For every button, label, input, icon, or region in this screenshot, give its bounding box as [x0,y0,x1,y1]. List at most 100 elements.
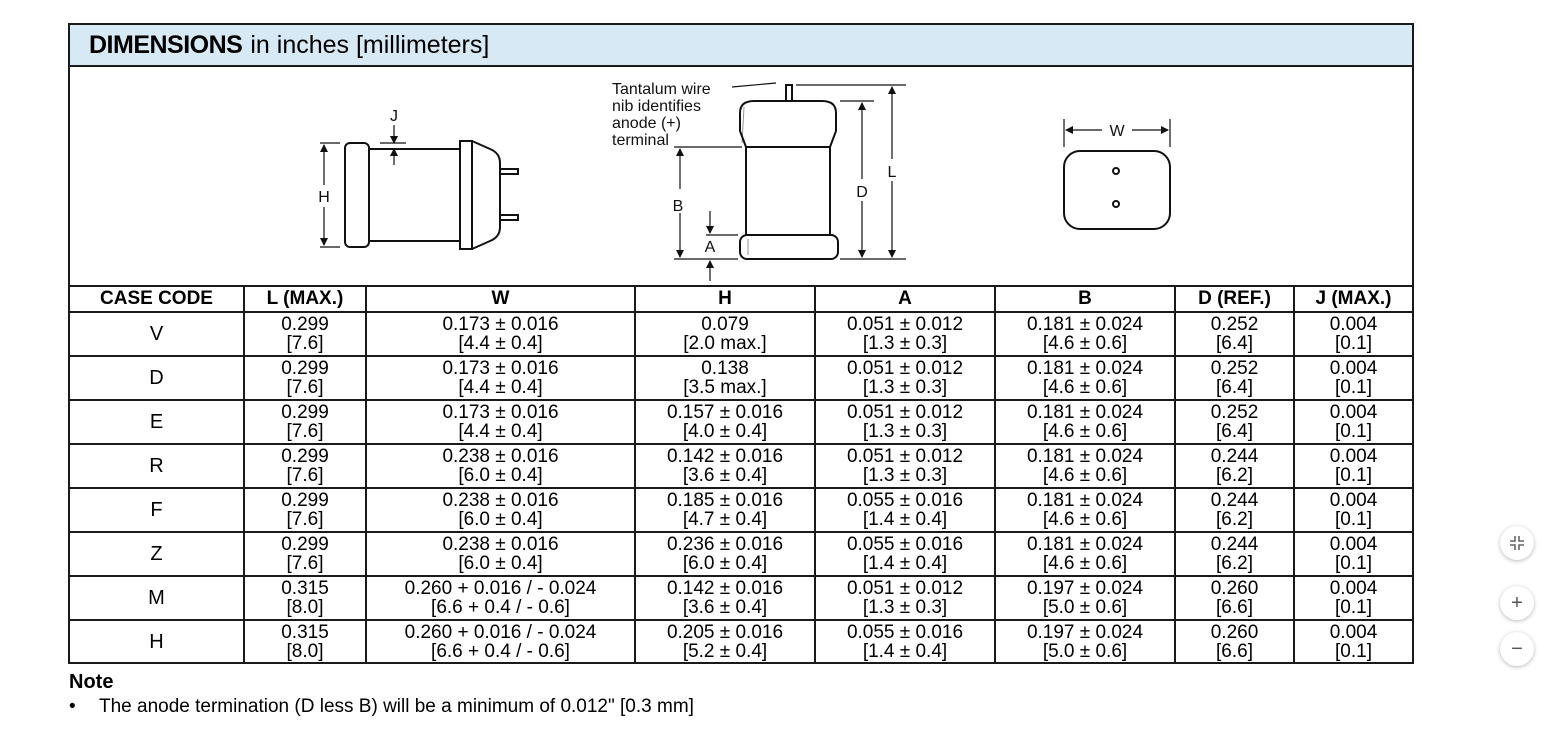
mm-value: [1.4 ± 0.4] [862,641,948,662]
inch-value: 0.299 [281,314,329,335]
inch-value: 0.181 ± 0.024 [1026,534,1144,555]
mm-value: [1.3 ± 0.3] [862,377,948,398]
note-item: •The anode termination (D less B) will b… [69,696,694,718]
inch-value: 0.260 + 0.016 / - 0.024 [404,622,597,643]
case-code-cell: R [70,444,245,489]
inch-value: 0.315 [281,622,329,643]
inch-value: 0.299 [281,534,329,555]
dimension-cell: 0.299[7.6] [244,356,367,401]
dimension-cell: 0.051 ± 0.012[1.3 ± 0.3] [815,576,996,621]
col-w: W [366,287,636,313]
zoom-out-button[interactable]: − [1500,632,1534,666]
top-view-drawing [1063,119,1171,230]
dimension-cell: 0.260 + 0.016 / - 0.024[6.6 + 0.4 / - 0.… [366,576,636,621]
dimension-cell: 0.299[7.6] [244,488,367,533]
mm-value: [3.5 max.] [683,377,767,398]
mm-value: [6.6] [1216,597,1253,618]
mm-value: [0.1] [1335,421,1372,442]
dimension-cell: 0.238 ± 0.016[6.0 ± 0.4] [366,532,636,577]
dimensions-table: CASE CODE L (MAX.) W H A B D (REF.) J (M… [70,287,1412,663]
inch-value: 0.244 [1210,446,1259,467]
note-text: The anode termination (D less B) will be… [99,696,694,717]
mm-value: [5.0 ± 0.6] [1042,597,1128,618]
note-title: Note [69,671,114,693]
dimension-cell: 0.181 ± 0.024[4.6 ± 0.6] [995,356,1176,401]
mm-value: [1.4 ± 0.4] [862,553,948,574]
inch-value: 0.051 ± 0.012 [846,402,964,423]
inch-value: 0.299 [281,490,329,511]
dimension-cell: 0.173 ± 0.016[4.4 ± 0.4] [366,312,636,357]
inch-value: 0.157 ± 0.016 [666,402,784,423]
inch-value: 0.299 [281,358,329,379]
dimension-cell: 0.244[6.2] [1175,444,1295,489]
side-label-h: H [318,189,330,206]
dimension-cell: 0.004[0.1] [1294,532,1412,577]
col-j-max: J (MAX.) [1294,287,1412,313]
inch-value: 0.236 ± 0.016 [666,534,784,555]
inch-value: 0.181 ± 0.024 [1026,314,1144,335]
inch-value: 0.173 ± 0.016 [442,402,559,423]
dimension-drawings: J H [70,67,1412,287]
fit-page-button[interactable] [1500,526,1534,560]
dimension-cell: 0.004[0.1] [1294,312,1412,357]
mm-value: [7.6] [286,553,324,574]
inch-value: 0.004 [1329,314,1378,335]
dimension-cell: 0.252[6.4] [1175,400,1295,445]
inch-value: 0.051 ± 0.012 [846,578,964,599]
inch-value: 0.238 ± 0.016 [442,490,559,511]
mm-value: [1.3 ± 0.3] [862,597,948,618]
mm-value: [4.6 ± 0.6] [1042,509,1128,530]
mm-value: [5.0 ± 0.6] [1042,641,1128,662]
dimension-cell: 0.181 ± 0.024[4.6 ± 0.6] [995,532,1176,577]
mm-value: [6.2] [1216,465,1253,486]
mm-value: [0.1] [1335,377,1372,398]
zoom-in-button[interactable]: + [1500,586,1534,620]
dimension-cell: 0.252[6.4] [1175,312,1295,357]
mm-value: [1.3 ± 0.3] [862,333,948,354]
mm-value: [3.6 ± 0.4] [682,465,768,486]
inch-value: 0.004 [1329,622,1378,643]
mm-value: [7.6] [286,509,324,530]
col-l-max: L (MAX.) [244,287,367,313]
front-label-a: A [705,239,716,256]
case-code-cell: D [70,356,245,401]
mm-value: [6.4] [1216,421,1253,442]
inch-value: 0.055 ± 0.016 [846,490,964,511]
inch-value: 0.004 [1329,402,1378,423]
inch-value: 0.299 [281,402,329,423]
mm-value: [8.0] [286,641,324,662]
inch-value: 0.138 [701,358,749,379]
mm-value: [6.0 ± 0.4] [682,553,768,574]
inch-value: 0.238 ± 0.016 [442,446,559,467]
mm-value: [5.2 ± 0.4] [682,641,768,662]
inch-value: 0.260 [1210,578,1259,599]
dimension-cell: 0.051 ± 0.012[1.3 ± 0.3] [815,356,996,401]
mm-value: [4.4 ± 0.4] [458,421,543,442]
dimension-cell: 0.157 ± 0.016[4.0 ± 0.4] [635,400,816,445]
dimension-cell: 0.051 ± 0.012[1.3 ± 0.3] [815,312,996,357]
mm-value: [6.0 ± 0.4] [458,465,543,486]
dimension-cell: 0.197 ± 0.024[5.0 ± 0.6] [995,620,1176,663]
mm-value: [0.1] [1335,641,1372,662]
dimension-cell: 0.181 ± 0.024[4.6 ± 0.6] [995,400,1176,445]
dimension-cell: 0.260 + 0.016 / - 0.024[6.6 + 0.4 / - 0.… [366,620,636,663]
mm-value: [6.2] [1216,553,1253,574]
mm-value: [6.4] [1216,333,1253,354]
dimension-cell: 0.055 ± 0.016[1.4 ± 0.4] [815,532,996,577]
inch-value: 0.252 [1210,314,1259,335]
case-code-cell: M [70,576,245,621]
mm-value: [4.6 ± 0.6] [1042,553,1128,574]
mm-value: [6.6] [1216,641,1253,662]
dimension-cell: 0.315[8.0] [244,576,367,621]
dimension-cell: 0.238 ± 0.016[6.0 ± 0.4] [366,444,636,489]
inch-value: 0.299 [281,446,329,467]
col-h: H [635,287,816,313]
side-view-drawing [320,125,519,250]
mm-value: [6.0 ± 0.4] [458,553,543,574]
dimension-cell: 0.181 ± 0.024[4.6 ± 0.6] [995,488,1176,533]
dimension-cell: 0.197 ± 0.024[5.0 ± 0.6] [995,576,1176,621]
mm-value: [1.3 ± 0.3] [862,421,948,442]
